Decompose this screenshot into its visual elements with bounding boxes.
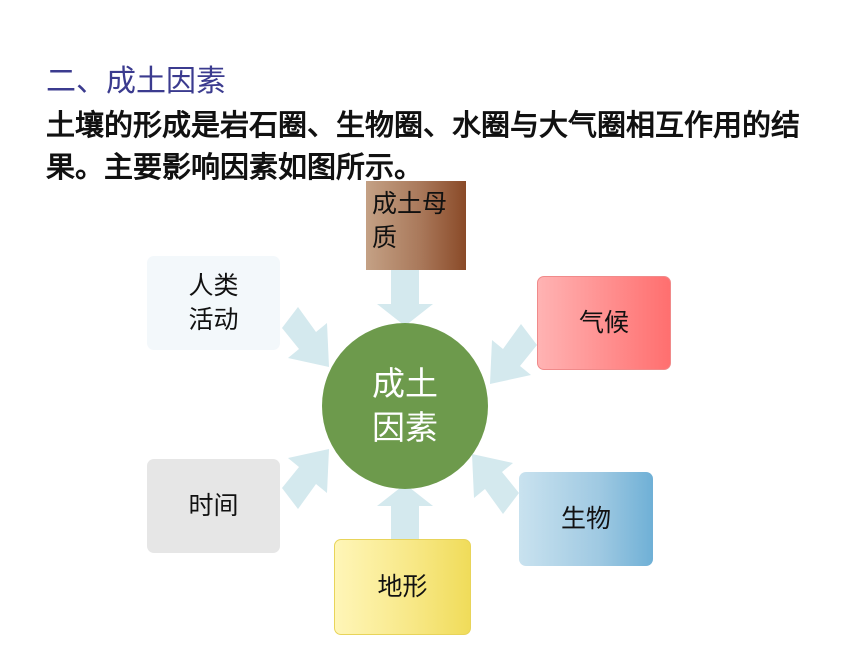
arrow-time	[282, 449, 329, 509]
arrow-climate	[490, 324, 537, 384]
arrow-biology	[472, 454, 519, 514]
factor-biology: 生物	[519, 472, 653, 566]
center-line2: 因素	[372, 408, 438, 447]
factor-climate: 气候	[537, 276, 671, 370]
factor-terrain-label: 地形	[377, 572, 428, 601]
factor-parent-material-line2: 质	[372, 223, 398, 252]
factor-human-activity-line1: 人类	[188, 271, 239, 300]
arrow-terrain	[377, 484, 433, 539]
section-title: 二、成土因素	[46, 64, 226, 99]
factor-parent-material-line1: 成土母	[372, 189, 448, 218]
factor-climate-label: 气候	[578, 308, 629, 337]
factor-parent-material: 成土母 质	[366, 181, 466, 270]
factor-time-label: 时间	[188, 491, 239, 520]
factor-human-activity-line2: 活动	[188, 305, 239, 334]
center-line1: 成土	[372, 364, 438, 403]
intro-text: 土壤的形成是岩石圈、生物圈、水圈与大气圈相互作用的结果。主要影响因素如图所示。	[46, 108, 801, 184]
factor-time: 时间	[147, 459, 280, 553]
arrow-human-activity	[282, 307, 329, 367]
factor-terrain: 地形	[334, 539, 471, 635]
factor-human-activity: 人类 活动	[147, 256, 280, 350]
arrow-parent-material	[377, 270, 433, 326]
factor-biology-label: 生物	[560, 504, 611, 533]
center-soil-forming-factors: 成土 因素	[322, 323, 488, 489]
